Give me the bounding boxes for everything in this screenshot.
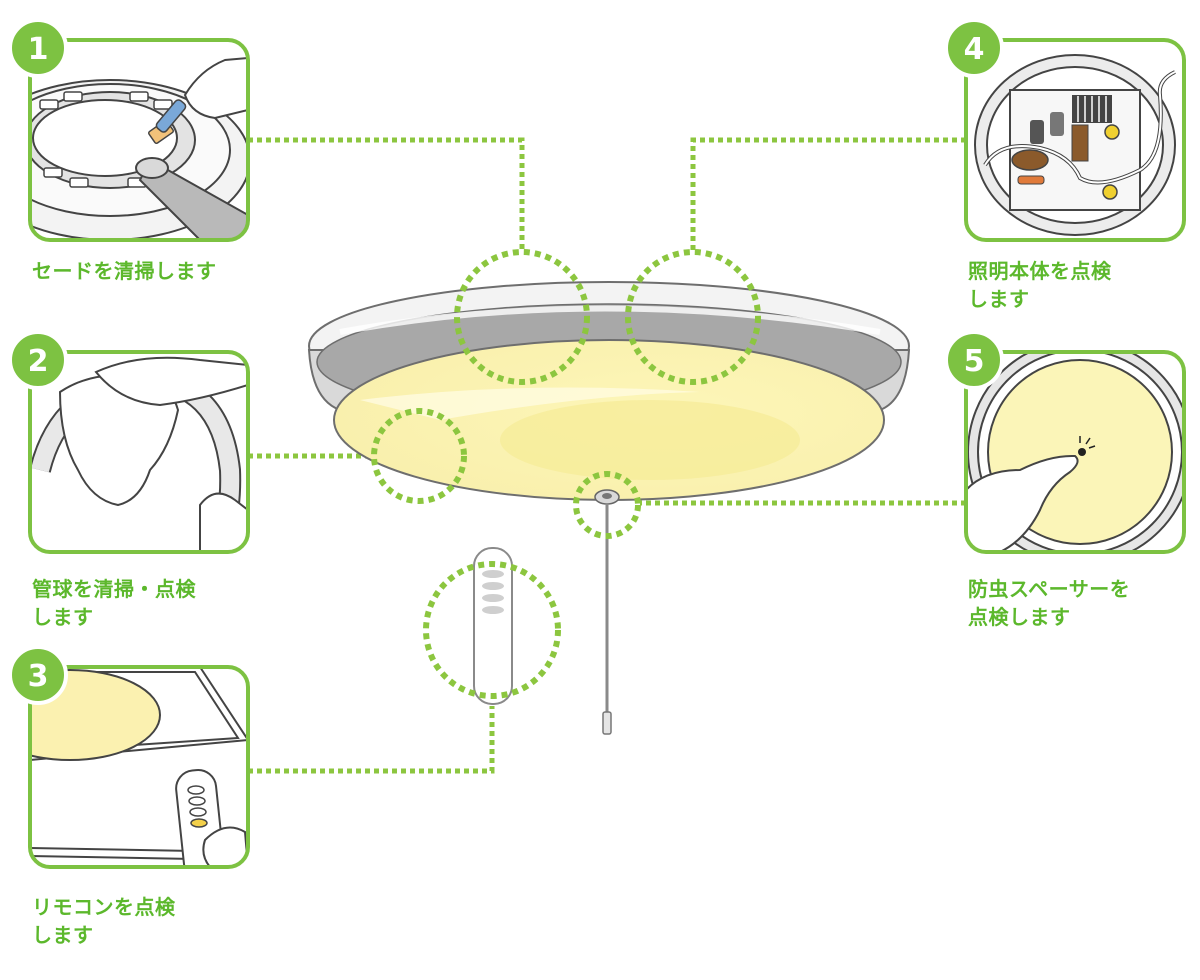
panel-2: 2: [8, 330, 250, 554]
panel-5-caption-line-2: 点検します: [968, 605, 1071, 629]
highlight-tube: [371, 408, 467, 504]
ceiling-light-fixture: [307, 281, 911, 735]
panel-4: 4: [944, 18, 1186, 242]
panel-2-caption-line-2: します: [32, 605, 94, 629]
highlight-remote: [423, 561, 561, 699]
panel-5-number: 5: [964, 344, 985, 379]
panel-4-number: 4: [964, 32, 985, 67]
panel-4-caption-line-1: 照明本体を点検: [968, 259, 1112, 283]
connector-3: [248, 706, 495, 774]
highlight-shade-left: [454, 249, 590, 385]
panel-2-caption: 管球を清掃・点検 します: [32, 575, 196, 631]
highlight-circles: [371, 249, 761, 699]
panel-5-caption: 防虫スペーサーを 点検します: [968, 575, 1130, 631]
panel-4-caption-line-2: します: [968, 287, 1030, 311]
connector-4: [690, 137, 966, 252]
highlight-spacer: [573, 471, 641, 539]
panel-1: 1: [8, 18, 250, 242]
panel-3-caption-line-2: します: [32, 923, 94, 947]
panel-5-caption-line-1: 防虫スペーサーを: [968, 577, 1131, 601]
remote-control: [473, 547, 513, 705]
panel-4-caption: 照明本体を点検 します: [968, 257, 1112, 313]
connector-1: [248, 137, 525, 252]
panel-1-caption: セードを清掃します: [32, 257, 217, 285]
connector-lines: [248, 137, 966, 774]
panel-3-number: 3: [28, 659, 49, 694]
panel-2-caption-line-1: 管球を清掃・点検: [32, 577, 196, 601]
panel-5: 5: [944, 330, 1186, 554]
highlight-shade-right: [625, 249, 761, 385]
panel-3: 3: [8, 645, 250, 869]
panel-1-caption-line-1: セードを清掃します: [32, 259, 217, 283]
panel-3-caption-line-1: リモコンを点検: [32, 895, 176, 919]
panel-2-number: 2: [28, 344, 49, 379]
panel-3-caption: リモコンを点検 します: [32, 893, 176, 949]
panel-1-number: 1: [28, 32, 49, 67]
